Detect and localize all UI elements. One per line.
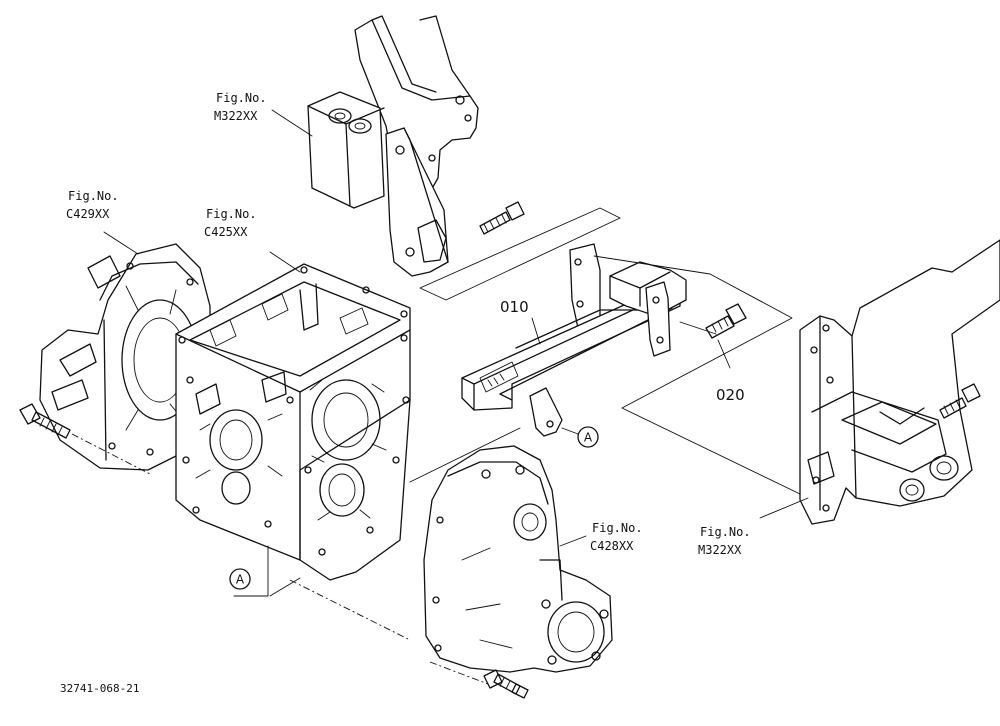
bolt-icon xyxy=(479,201,525,235)
fig-ref-number: C429XX xyxy=(66,207,110,221)
part-number-010: 010 xyxy=(500,298,529,316)
fig-ref-caption: Fig.No. xyxy=(216,91,267,105)
callout-a-upper: A xyxy=(577,426,599,448)
part-number-020: 020 xyxy=(716,386,745,404)
drawing-code: 32741-068-21 xyxy=(60,682,139,695)
front-axle-case xyxy=(423,445,613,699)
callout-a-label: A xyxy=(584,431,593,445)
part-010-bracket xyxy=(461,243,687,437)
fig-ref-number: M322XX xyxy=(698,543,742,557)
fig-ref-c428: Fig.No. C428XX xyxy=(590,521,643,553)
fig-ref-m322-right: Fig.No. M322XX xyxy=(698,525,751,557)
fig-ref-number: C428XX xyxy=(590,539,634,553)
fig-ref-number: M322XX xyxy=(214,109,258,123)
top-frame-bracket xyxy=(271,15,525,277)
fig-ref-c425: Fig.No. C425XX xyxy=(204,207,257,239)
callout-a-lower: A xyxy=(229,568,251,590)
right-frame-bracket xyxy=(759,239,1000,525)
bolt-icon xyxy=(19,403,71,439)
center-transmission-case xyxy=(175,251,411,641)
bolt-icon xyxy=(705,303,747,339)
callout-a-label: A xyxy=(236,573,245,587)
bolt-icon xyxy=(939,383,981,419)
part-020-bolt xyxy=(705,303,747,369)
fig-ref-m322-top: Fig.No. M322XX xyxy=(214,91,267,123)
reference-lines xyxy=(233,207,801,597)
fig-ref-caption: Fig.No. xyxy=(700,525,751,539)
fig-ref-c429: Fig.No. C429XX xyxy=(66,189,119,221)
fig-ref-caption: Fig.No. xyxy=(68,189,119,203)
fig-ref-caption: Fig.No. xyxy=(592,521,643,535)
fig-ref-number: C425XX xyxy=(204,225,248,239)
fig-ref-caption: Fig.No. xyxy=(206,207,257,221)
bolt-icon xyxy=(483,669,529,699)
